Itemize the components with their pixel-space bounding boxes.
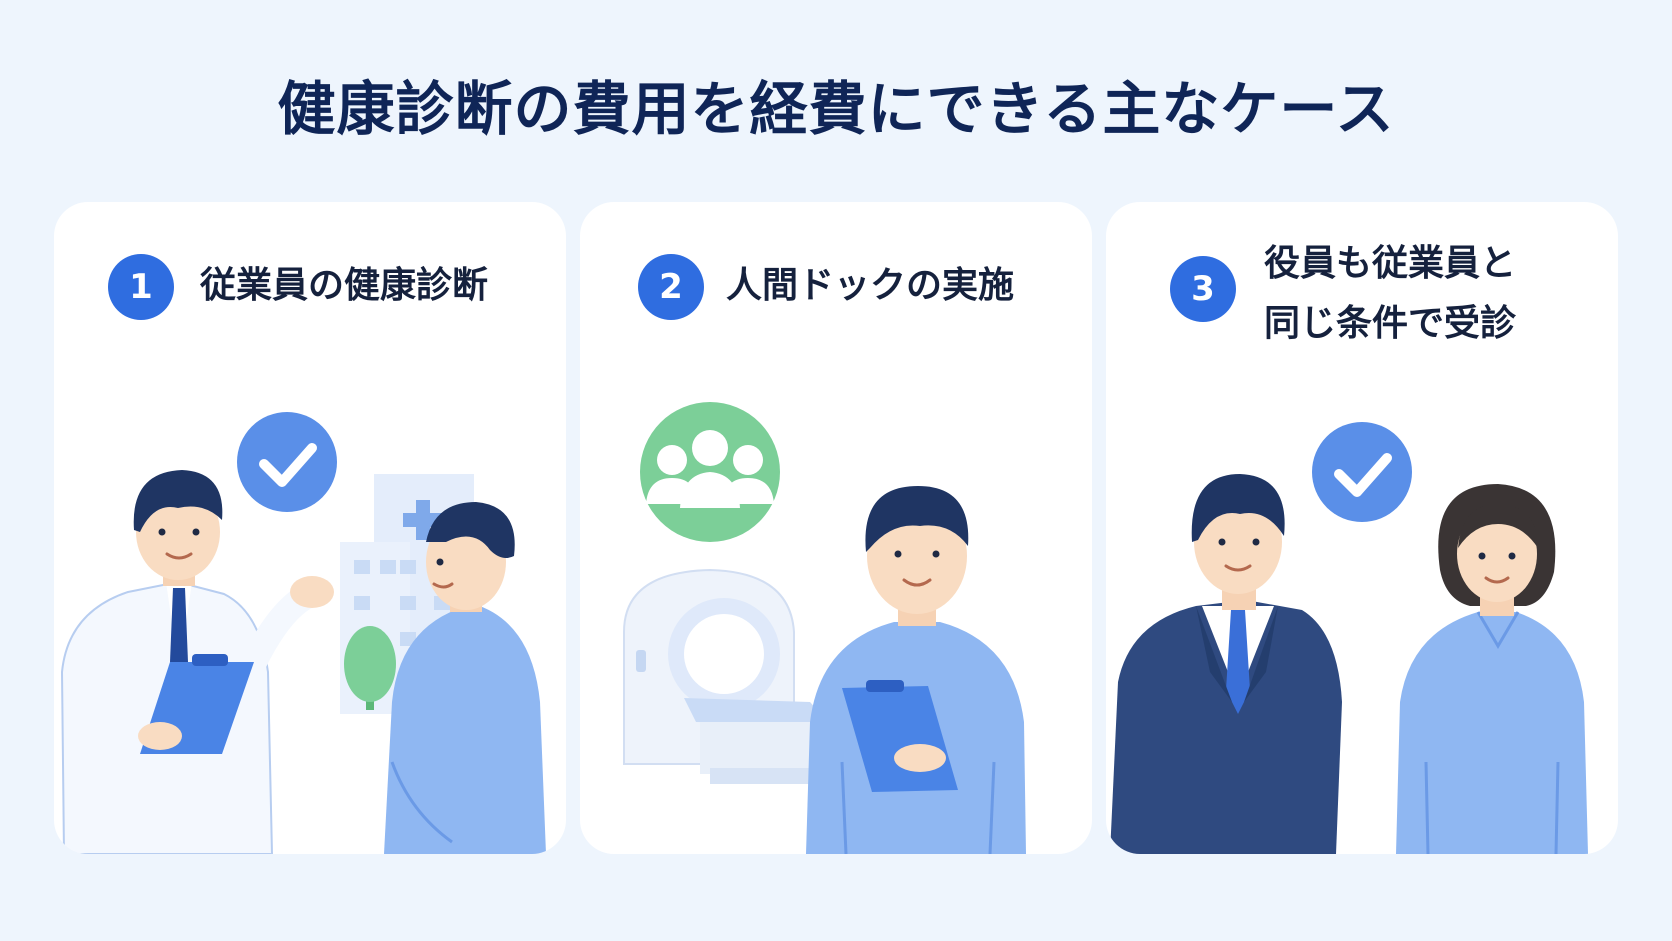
card-title-line: 役員も従業員と (1264, 243, 1517, 284)
employee-figure (1396, 484, 1588, 854)
patient-figure (806, 486, 1026, 854)
executive-figure (1110, 474, 1342, 854)
patient-figure (384, 502, 546, 854)
doctor-figure (60, 470, 334, 854)
page-title: 健康診断の費用を経費にできる主なケース (277, 75, 1395, 143)
case-card-2: 2 人間ドックの実施 (580, 202, 1092, 854)
tree-icon (344, 626, 396, 710)
card-title-line: 同じ条件で受診 (1264, 303, 1517, 344)
card-number-badge: 3 (1170, 256, 1236, 322)
card-number-badge: 2 (638, 254, 704, 320)
card-title: 従業員の健康診断 (200, 256, 488, 316)
mri-scanner-icon (623, 568, 830, 784)
case-card-1: 1 従業員の健康診断 (54, 202, 566, 854)
card-title-line: 人間ドックの実施 (726, 265, 1015, 306)
check-icon (1312, 422, 1412, 522)
doctor-consultation-illustration (60, 412, 546, 854)
card-title-line: 従業員の健康診断 (200, 265, 489, 306)
executive-and-employee-illustration (1110, 422, 1588, 854)
card-title: 役員も従業員と 同じ条件で受診 (1264, 234, 1516, 354)
card-number-badge: 1 (108, 254, 174, 320)
check-icon (237, 412, 337, 512)
card-title: 人間ドックの実施 (726, 256, 1014, 316)
group-icon (640, 402, 780, 542)
ningen-dock-illustration (623, 402, 1026, 854)
case-card-3: 3 役員も従業員と 同じ条件で受診 (1106, 202, 1618, 854)
